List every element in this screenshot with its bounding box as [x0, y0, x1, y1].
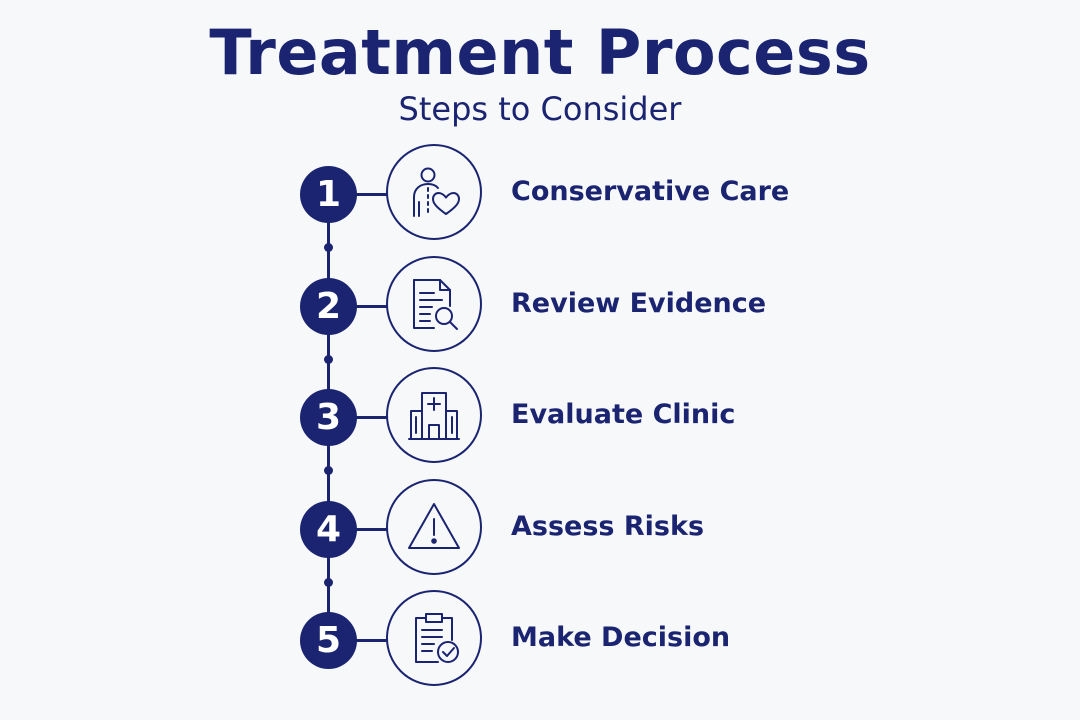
document-search-icon	[413, 279, 458, 330]
icon-circle	[386, 144, 482, 240]
clipboard-check-icon	[415, 613, 459, 663]
step-label: Evaluate Clinic	[511, 399, 736, 430]
step-label: Conservative Care	[511, 176, 790, 207]
step-connector	[355, 193, 387, 196]
timeline-dot	[324, 466, 333, 475]
step-number: 3	[300, 389, 357, 446]
timeline-dot	[324, 578, 333, 587]
step-evaluate-clinic: 3 Evaluate Clinic	[0, 367, 1080, 467]
step-connector	[355, 639, 387, 642]
step-number: 2	[300, 278, 357, 335]
page-subtitle: Steps to Consider	[398, 90, 682, 128]
step-connector	[355, 416, 387, 419]
icon-circle	[386, 479, 482, 575]
icon-circle	[386, 367, 482, 463]
warning-icon	[408, 503, 460, 549]
step-number: 1	[300, 166, 357, 223]
timeline-dot	[324, 243, 333, 252]
step-assess-risks: 4 Assess Risks	[0, 479, 1080, 579]
hospital-icon	[408, 392, 460, 440]
icon-circle	[386, 590, 482, 686]
step-number: 4	[300, 501, 357, 558]
page-title: Treatment Process	[209, 16, 871, 89]
timeline-dot	[324, 355, 333, 364]
step-label: Make Decision	[511, 622, 731, 653]
step-make-decision: 5 Make Decision	[0, 590, 1080, 690]
step-connector	[355, 528, 387, 531]
step-review-evidence: 2 Review Evidence	[0, 256, 1080, 356]
person-heart-icon	[413, 167, 460, 217]
icon-circle	[386, 256, 482, 352]
step-label: Assess Risks	[511, 511, 705, 542]
step-number: 5	[300, 612, 357, 669]
step-conservative-care: 1 Conservative Care	[0, 144, 1080, 244]
step-label: Review Evidence	[511, 288, 767, 319]
step-connector	[355, 305, 387, 308]
